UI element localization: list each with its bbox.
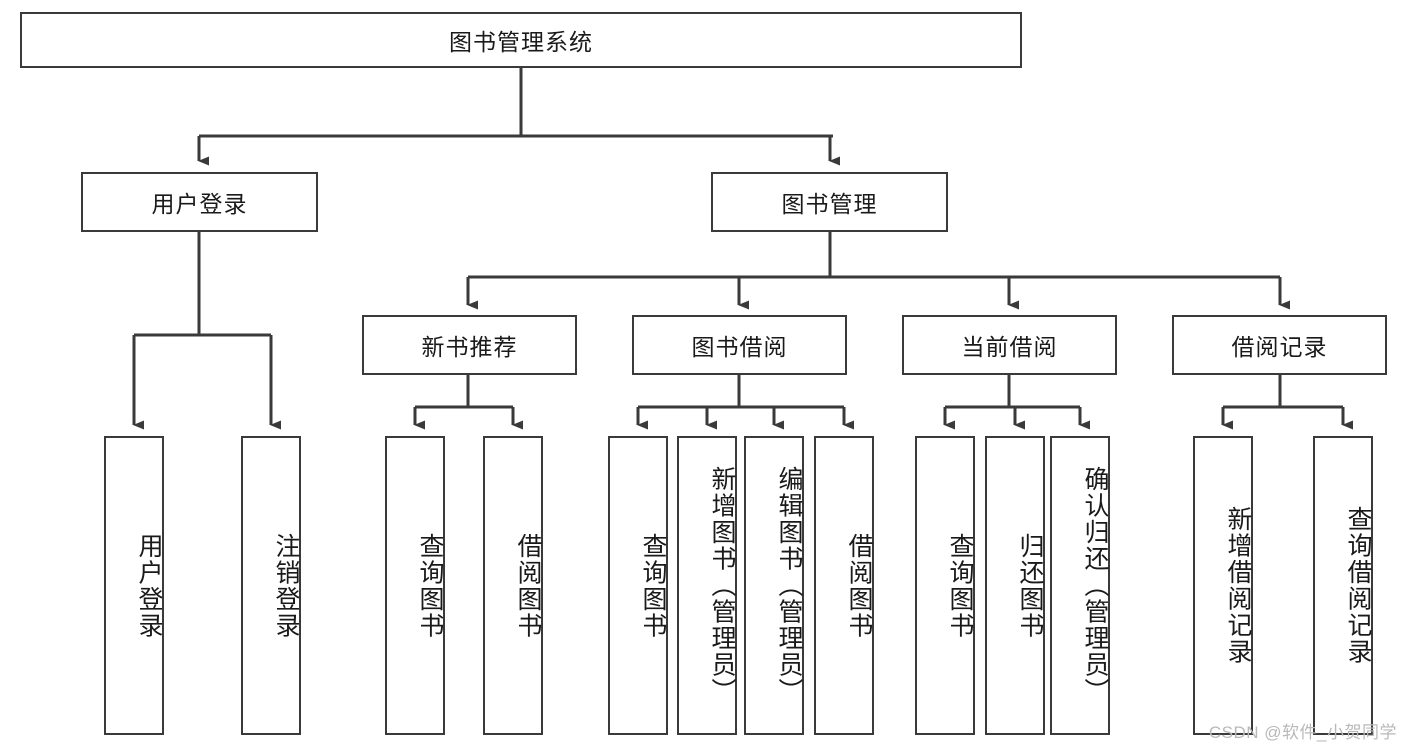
node-label: 图书管理系统 <box>449 29 593 55</box>
leaf-current-borrow-confirm-return-admin[interactable]: 确认归还（管理员） <box>1050 436 1110 735</box>
leaf-new-book-query-book[interactable]: 查询图书 <box>385 436 445 735</box>
node-label: 图书借阅 <box>691 334 788 360</box>
node-label: 新增借阅记录 <box>1224 506 1252 665</box>
node-current-borrow[interactable]: 当前借阅 <box>902 315 1117 375</box>
leaf-book-borrow-edit-book-admin[interactable]: 编辑图书（管理员） <box>744 436 804 735</box>
node-label: 注销登录 <box>272 532 300 639</box>
leaf-book-borrow-query-book[interactable]: 查询图书 <box>608 436 668 735</box>
leaf-book-borrow-add-book-admin[interactable]: 新增图书（管理员） <box>677 436 737 735</box>
node-label: 用户登录 <box>135 532 163 639</box>
node-label: 新书推荐 <box>421 334 518 360</box>
leaf-borrow-record-query-record[interactable]: 查询借阅记录 <box>1313 436 1373 735</box>
node-book-management[interactable]: 图书管理 <box>711 172 948 232</box>
leaf-borrow-record-add-record[interactable]: 新增借阅记录 <box>1193 436 1253 735</box>
node-book-borrow[interactable]: 图书借阅 <box>632 315 847 375</box>
node-label: 新增图书（管理员） <box>708 466 736 705</box>
leaf-new-book-borrow-book[interactable]: 借阅图书 <box>483 436 543 735</box>
node-label: 图书管理 <box>781 191 878 217</box>
node-label: 借阅图书 <box>845 532 873 639</box>
leaf-user-login-login[interactable]: 用户登录 <box>104 436 164 735</box>
node-label: 确认归还（管理员） <box>1081 466 1109 705</box>
node-user-login[interactable]: 用户登录 <box>81 172 318 232</box>
node-label: 当前借阅 <box>961 334 1058 360</box>
node-label: 查询借阅记录 <box>1344 506 1372 665</box>
node-root-book-management-system[interactable]: 图书管理系统 <box>20 12 1022 68</box>
node-label: 借阅记录 <box>1231 334 1328 360</box>
node-new-book-recommend[interactable]: 新书推荐 <box>362 315 577 375</box>
leaf-book-borrow-borrow-book[interactable]: 借阅图书 <box>814 436 874 735</box>
node-label: 查询图书 <box>639 532 667 639</box>
node-label: 编辑图书（管理员） <box>775 466 803 705</box>
node-label: 查询图书 <box>416 532 444 639</box>
node-label: 借阅图书 <box>514 532 542 639</box>
leaf-current-borrow-return-book[interactable]: 归还图书 <box>985 436 1045 735</box>
node-label: 用户登录 <box>151 191 248 217</box>
leaf-current-borrow-query-book[interactable]: 查询图书 <box>915 436 975 735</box>
leaf-user-login-logout[interactable]: 注销登录 <box>241 436 301 735</box>
node-label: 归还图书 <box>1016 532 1044 639</box>
node-borrow-record[interactable]: 借阅记录 <box>1172 315 1387 375</box>
csdn-watermark: CSDN @软件_小贺同学 <box>1208 723 1397 742</box>
node-label: 查询图书 <box>946 532 974 639</box>
